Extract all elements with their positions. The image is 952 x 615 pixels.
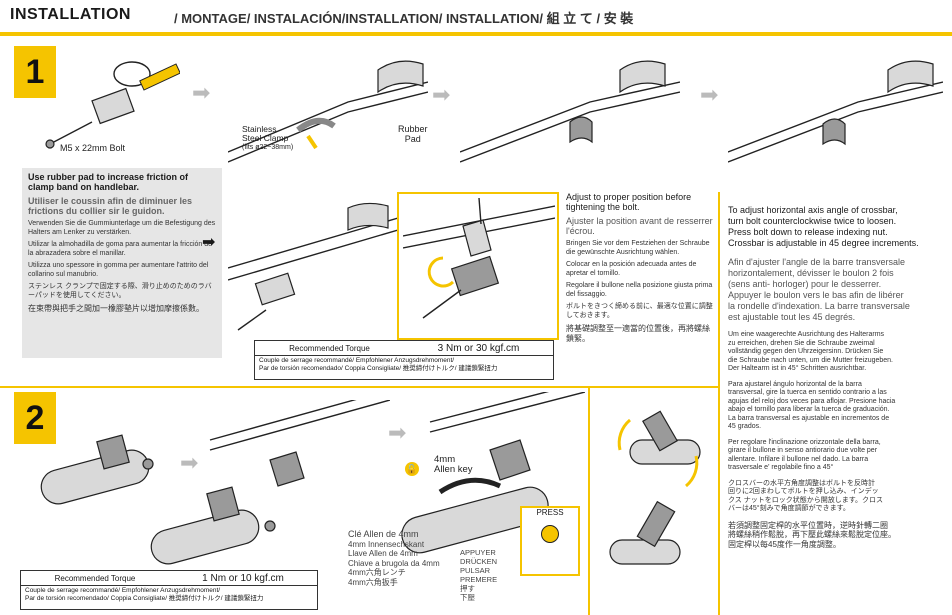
crossbar-parts-illustration xyxy=(40,434,154,505)
header-underline xyxy=(0,32,952,36)
column-divider xyxy=(718,192,720,615)
step-2-number: 2 xyxy=(14,392,56,444)
adjust-instructions: Adjust to proper position before tighten… xyxy=(566,192,713,343)
handlebar-pad-illustration xyxy=(460,60,680,163)
lock-icon: 🔓 xyxy=(405,462,419,476)
arrow-icon: ➡ xyxy=(180,450,199,475)
press-translations: APPUYER DRÜCKEN PULSAR PREMERE 押す 下壓 xyxy=(460,548,498,602)
page-subtitle: / MONTAGE/ INSTALACIÓN/INSTALLATION/ INS… xyxy=(174,11,634,26)
allen-key-translations: Clé Allen de 4mm 4mm Innensechskant Llav… xyxy=(348,529,440,587)
bolt-label: M5 x 22mm Bolt xyxy=(60,143,126,153)
section-divider xyxy=(0,386,720,388)
crossbar-attach-illustration xyxy=(150,400,390,565)
rubber-pad-note: Use rubber pad to increase friction of c… xyxy=(22,168,222,358)
bolt-tighten-illustration xyxy=(403,198,555,319)
page-title: INSTALLATION xyxy=(10,6,131,23)
arrow-icon: ➡ xyxy=(388,420,407,445)
crossbar-adjust-instructions: To adjust horizontal axis angle of cross… xyxy=(728,205,919,549)
handlebar-clamp-illustration xyxy=(228,60,428,163)
press-detail-frame: PRESS xyxy=(520,506,580,576)
arrow-icon: ➡ xyxy=(700,82,719,107)
header-banner: INSTALLATION / MONTAGE/ INSTALACIÓN/INST… xyxy=(0,0,952,36)
press-icon xyxy=(541,525,559,543)
rotation-frame-left xyxy=(588,388,590,615)
arrow-icon: ➡ xyxy=(432,82,451,107)
arrow-icon: ➡ xyxy=(202,234,216,251)
handlebar-mounted-illustration xyxy=(728,60,943,163)
allen-key-illustration xyxy=(401,392,585,554)
arrow-icon: ➡ xyxy=(192,80,211,105)
crossbar-rotation-illustration xyxy=(609,410,701,565)
mount-positioning-illustration xyxy=(228,202,398,331)
step-1-number: 1 xyxy=(14,46,56,98)
clamp-parts-illustration xyxy=(45,61,180,149)
detail-frame xyxy=(397,192,559,340)
